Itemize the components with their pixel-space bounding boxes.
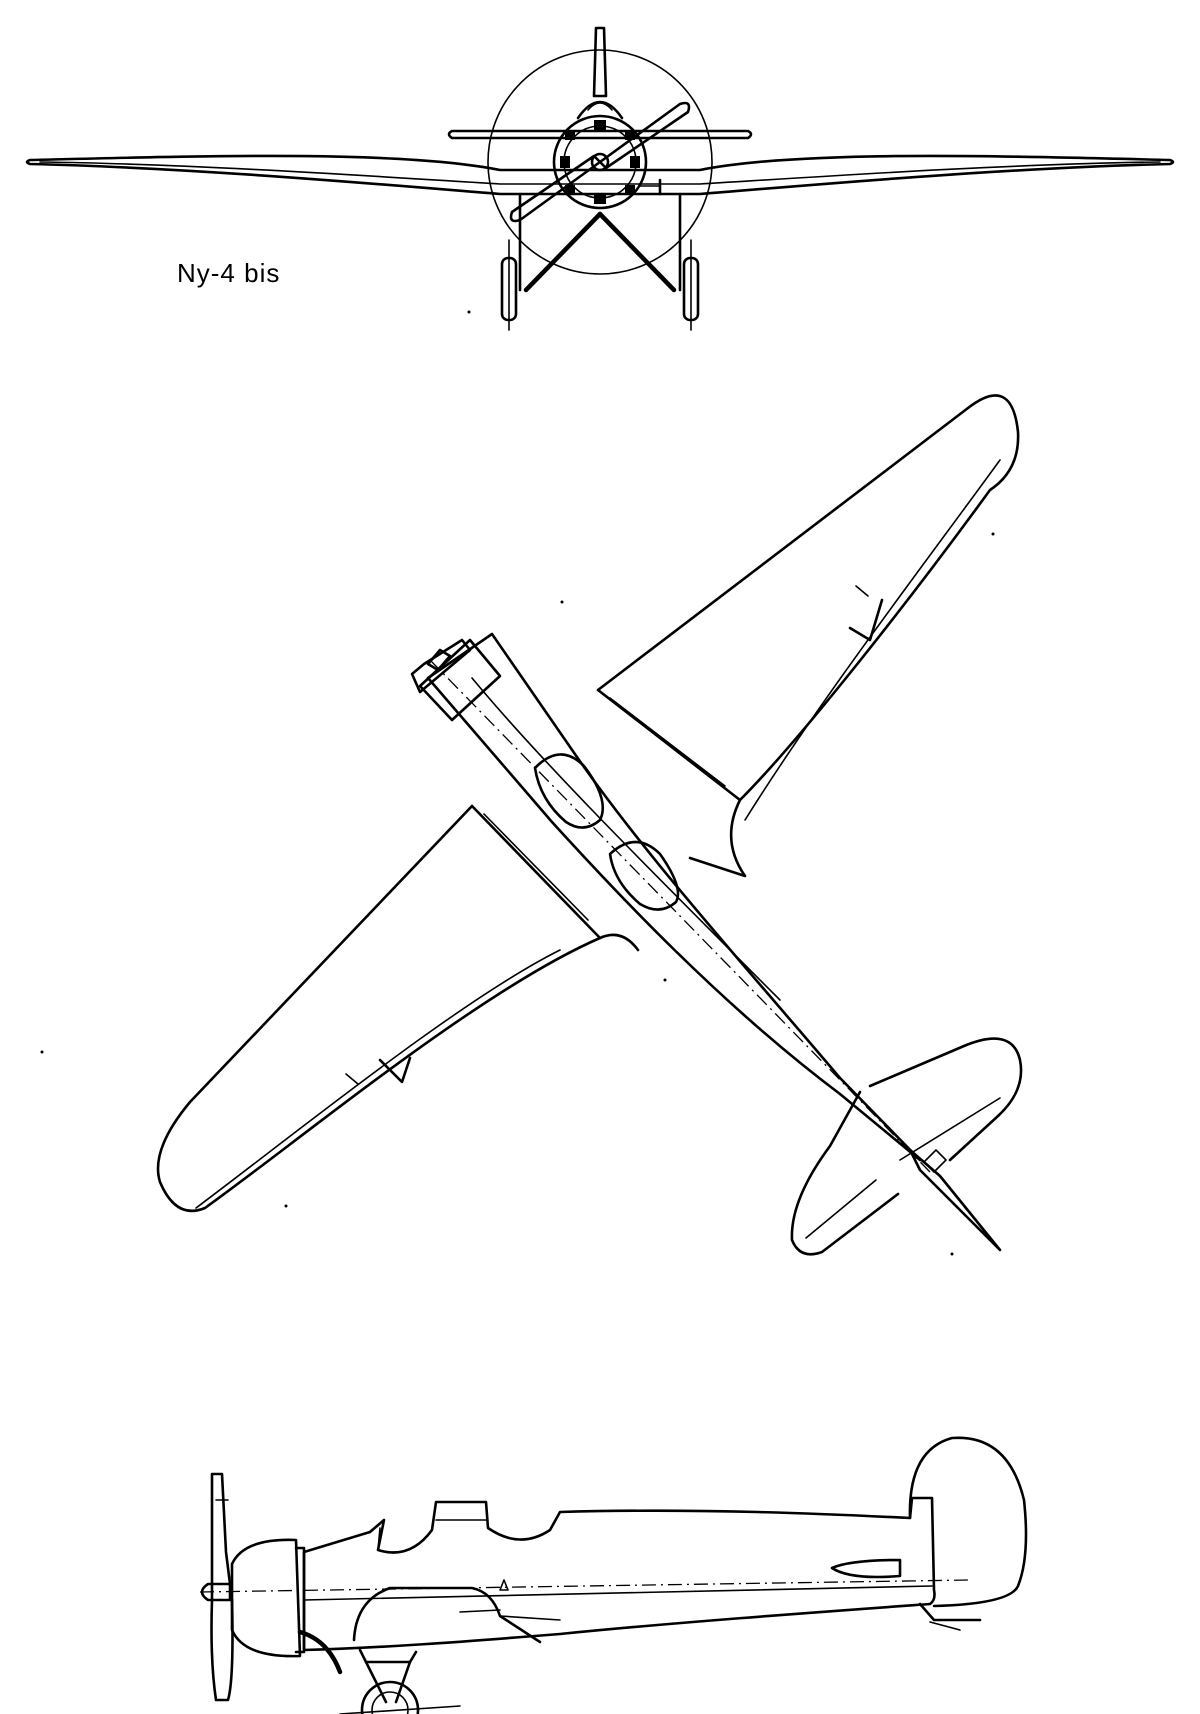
side-cowling	[230, 1538, 302, 1658]
front-fin	[592, 26, 608, 98]
plan-engine	[410, 638, 502, 722]
plan-tailplane-upper	[868, 1037, 1023, 1162]
front-landing-gear	[500, 178, 700, 331]
plan-wing-left	[156, 804, 640, 1213]
plan-view	[156, 394, 1023, 1256]
side-fin	[908, 1436, 1028, 1608]
front-tailplane	[447, 129, 753, 140]
engine-cylinders	[560, 120, 640, 204]
plan-tailplane-lower	[790, 1090, 900, 1256]
front-wing	[25, 154, 1175, 196]
plan-wing-right	[596, 394, 1020, 878]
registration-marks	[40, 310, 995, 1256]
aircraft-designation-label: Ny-4 bis	[177, 258, 281, 288]
spinner	[590, 152, 610, 172]
side-landing-gear	[339, 1648, 461, 1714]
side-fuselage	[302, 1496, 936, 1652]
plan-cockpit-rear	[608, 840, 680, 911]
side-tailplane	[830, 1558, 902, 1579]
propeller-disc	[487, 49, 713, 275]
engine-cowling	[552, 114, 648, 210]
plan-cockpit-front	[533, 753, 605, 829]
side-wing-root	[352, 1586, 542, 1644]
front-view	[25, 26, 1175, 331]
plan-fuselage	[426, 632, 922, 1162]
side-view	[199, 1436, 1028, 1714]
